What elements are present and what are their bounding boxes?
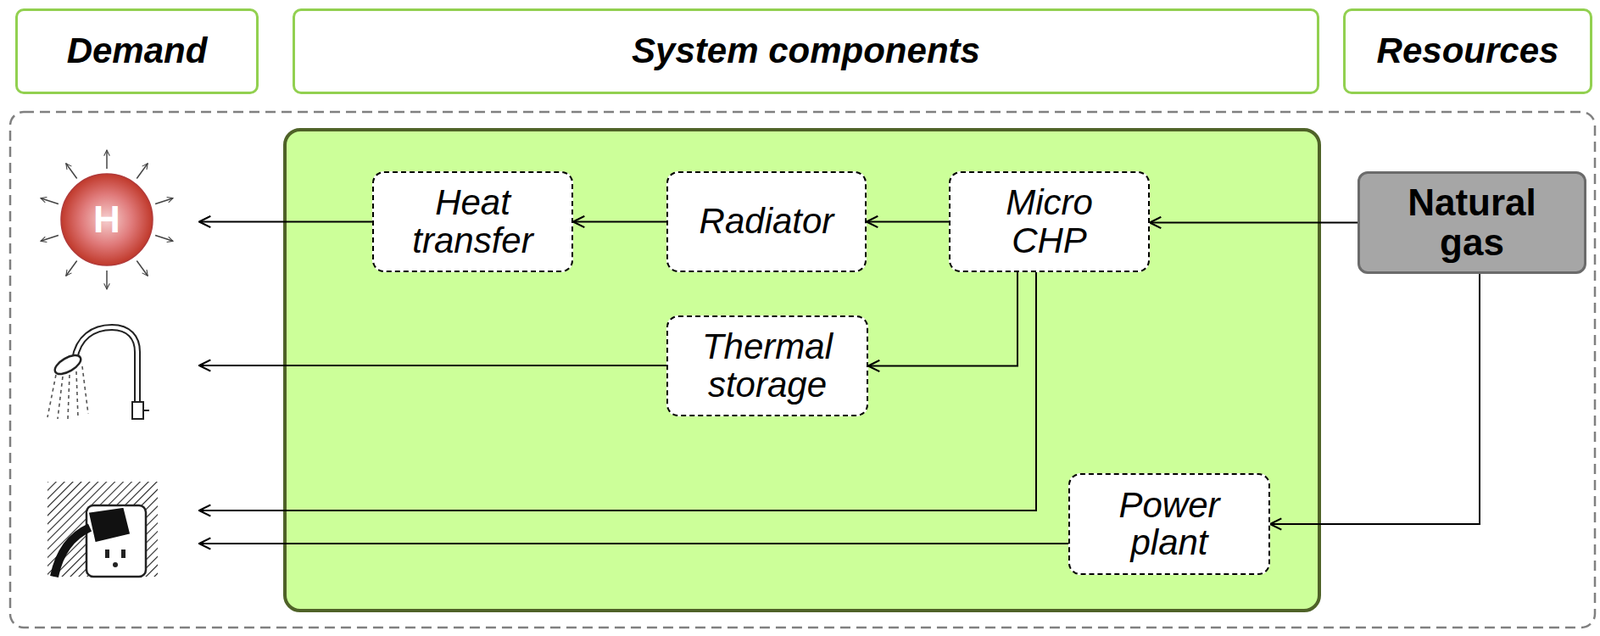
column-header: Resources (1343, 8, 1593, 95)
boundary-frame (10, 111, 1595, 628)
hot-water-line (199, 364, 667, 367)
water-drop (67, 374, 70, 419)
column-header: Demand (15, 8, 259, 95)
component-box: Thermal storage (666, 315, 869, 417)
column-header: System components (292, 8, 1320, 95)
water-spray (47, 366, 89, 419)
shower-pipe-inner (74, 327, 138, 407)
node-label: Natural gas (1381, 183, 1563, 262)
outlet-hole (112, 562, 118, 568)
shower-fitting (143, 409, 150, 412)
outlet-plate (86, 505, 146, 577)
grid-electricity-line (199, 542, 1069, 545)
chp-electricity-line (199, 272, 1037, 511)
component-box: Radiator (666, 171, 867, 273)
node-label: H (93, 200, 121, 240)
heat-ray (66, 261, 78, 277)
heat-ray (155, 198, 173, 205)
plug-cable (54, 527, 90, 577)
plug-icon (47, 481, 158, 577)
component-box: Heat transfer (372, 171, 574, 273)
shower-fitting (132, 401, 144, 419)
water-drop (82, 366, 89, 414)
flow-arrow (199, 221, 373, 223)
shower-icon (47, 327, 150, 419)
heat-ray (66, 163, 78, 179)
heat-circle (61, 173, 153, 266)
header-label: Resources (1366, 32, 1569, 70)
heat-ray (105, 270, 108, 290)
header-label: System components (316, 32, 1296, 70)
node-label: Micro CHP (972, 183, 1127, 259)
heat-ray (40, 235, 59, 242)
shower-head (51, 351, 84, 379)
flow-arrow (1270, 273, 1480, 525)
water-drop (57, 376, 63, 419)
heat-ray (40, 198, 59, 205)
water-drop (47, 374, 56, 418)
shower-pipe (74, 327, 138, 407)
node-label: Thermal storage (690, 328, 845, 403)
node-label: Heat transfer (395, 183, 550, 259)
system-panel (284, 129, 1320, 611)
heat-ray (136, 261, 148, 277)
header-label: Demand (39, 32, 235, 70)
water-drop (76, 371, 79, 418)
outlet-hole (105, 549, 110, 558)
heat-ray (136, 163, 148, 179)
resource-box: Natural gas (1357, 171, 1587, 274)
outlet-hole (121, 549, 126, 558)
flow-arrow (868, 272, 1018, 367)
component-box: Power plant (1068, 473, 1271, 575)
heat-ray (155, 235, 173, 242)
heat-rays (40, 150, 173, 290)
wall-hatch (47, 481, 158, 577)
node-label: Radiator (690, 202, 843, 240)
supply-lines (199, 272, 1069, 544)
flow-arrow (1149, 222, 1358, 224)
heat-ray (105, 150, 108, 169)
heat-demand-circle: H (59, 172, 155, 268)
plug-body (88, 507, 131, 543)
node-label: Power plant (1092, 486, 1247, 562)
flow-arrow (573, 221, 667, 223)
flow-arrow (866, 221, 949, 223)
component-box: Micro CHP (948, 171, 1150, 273)
